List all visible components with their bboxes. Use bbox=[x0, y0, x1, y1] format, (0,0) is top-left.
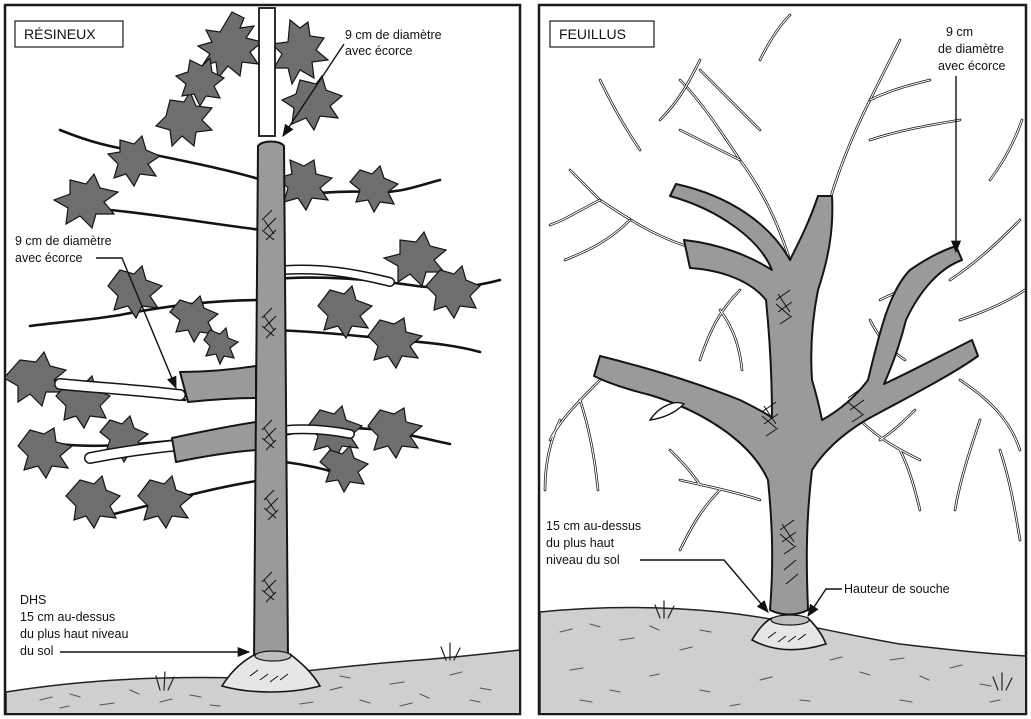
deciduous-panel: FEUILLUS 9 cm de diamètre avec écorce 15… bbox=[539, 5, 1026, 714]
conifer-measured-branch bbox=[180, 366, 256, 402]
conifer-panel: RÉSINEUX 9 cm de diamètre avec écorce 9 … bbox=[4, 5, 520, 714]
deciduous-title: FEUILLUS bbox=[559, 26, 626, 42]
conifer-top-section bbox=[259, 8, 275, 136]
conifer-trunk bbox=[254, 142, 288, 667]
conifer-title: RÉSINEUX bbox=[24, 26, 96, 42]
stump-height-label: Hauteur de souche bbox=[844, 582, 950, 596]
